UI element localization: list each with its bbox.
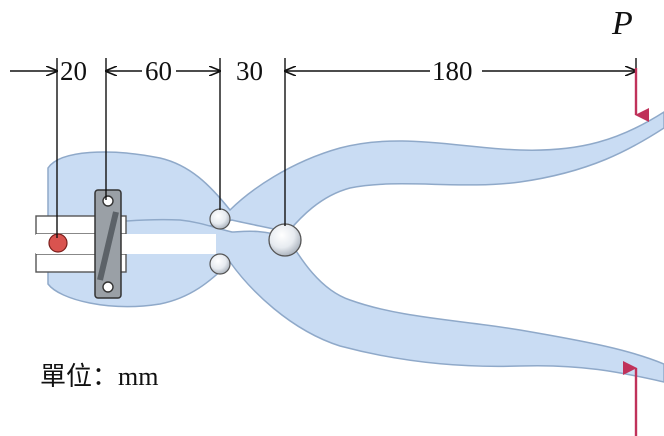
dim-label-20: 20 xyxy=(60,56,87,86)
unit-label: 單位：mm xyxy=(40,362,158,391)
jaw-gap xyxy=(36,234,216,254)
dim-label-30: 30 xyxy=(236,56,263,86)
plate-pin-bottom xyxy=(102,281,114,293)
lower-joint-pin xyxy=(209,253,231,275)
dim-label-180: 180 xyxy=(432,56,473,86)
plate-pin-top xyxy=(102,195,114,207)
upper-joint-pin xyxy=(209,208,231,230)
main-pivot-pin xyxy=(268,223,302,257)
dim-label-60: 60 xyxy=(145,56,172,86)
upper-handle xyxy=(47,111,664,234)
workpiece-pin xyxy=(48,233,68,253)
force-label-p: P xyxy=(611,5,633,42)
